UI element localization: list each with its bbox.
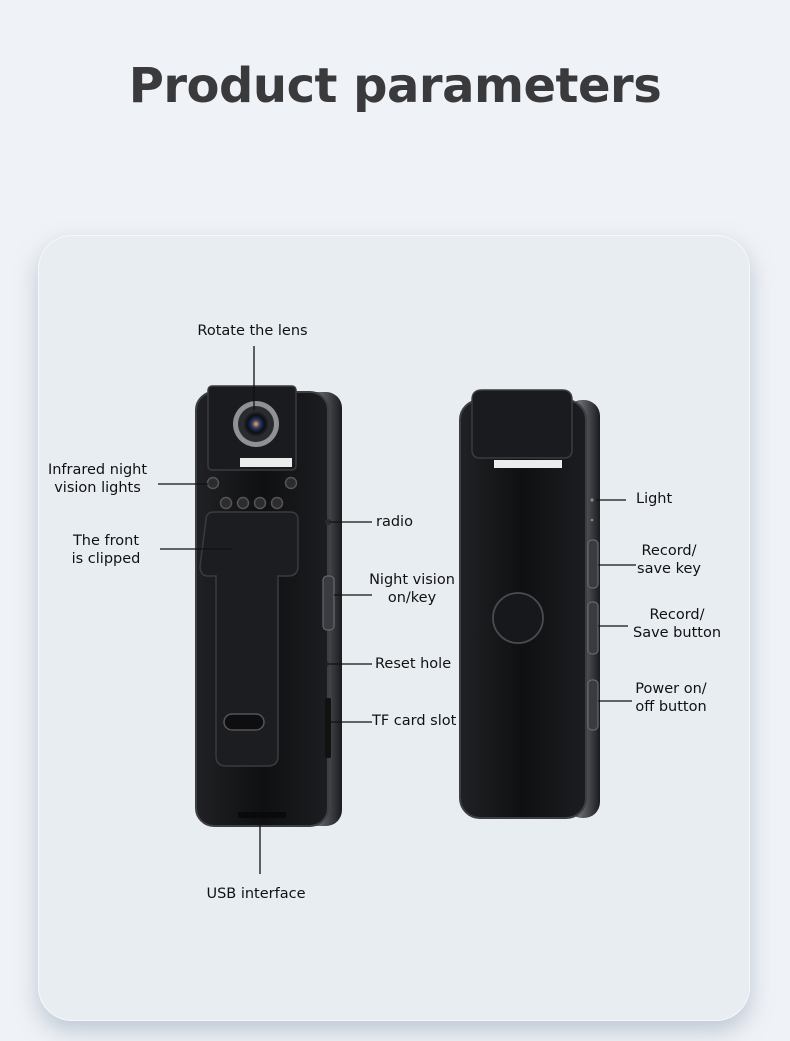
indicator-light-icon	[590, 518, 594, 522]
label-record-save-button-line2: Save button	[632, 625, 722, 641]
label-power-line1: Power on/	[635, 681, 707, 697]
label-power: Power on/ off button	[628, 680, 714, 716]
back-magnet-icon	[492, 592, 544, 644]
product-card	[38, 235, 750, 1021]
lens-icon	[244, 412, 268, 436]
lens-housing-back-highlight	[494, 460, 562, 468]
microphone-icon	[325, 519, 331, 525]
label-light: Light	[636, 491, 673, 507]
label-reset-hole: Reset hole	[375, 656, 452, 672]
label-night-vision-line1: Night vision	[369, 572, 455, 588]
indicator-light-icon	[590, 498, 594, 502]
label-infrared-line2: vision lights	[54, 480, 141, 496]
label-tf-card-slot: TF card slot	[372, 713, 457, 729]
label-infrared: Infrared night vision lights	[40, 461, 155, 497]
ir-light-icon	[219, 496, 233, 510]
ir-light-icon	[236, 496, 250, 510]
record-save-key	[587, 539, 599, 589]
label-power-line2: off button	[635, 699, 707, 715]
lens-housing-highlight	[240, 458, 292, 467]
ir-lights	[206, 476, 298, 510]
label-rotate-lens: Rotate the lens	[197, 323, 308, 339]
label-night-vision: Night vision on/key	[362, 571, 462, 607]
label-front-clip: The front is clipped	[60, 532, 152, 568]
label-usb-interface: USB interface	[206, 886, 306, 902]
label-record-save-key-line1: Record/	[641, 543, 697, 559]
ir-light-icon	[253, 496, 267, 510]
reset-hole-icon	[325, 662, 329, 666]
leader-lines	[158, 346, 636, 874]
ir-light-icon	[270, 496, 284, 510]
night-vision-key	[322, 575, 335, 631]
page-title: Product parameters	[128, 58, 662, 114]
ir-light-icon	[284, 476, 298, 490]
label-front-clip-line2: is clipped	[71, 551, 141, 567]
label-night-vision-line2: on/key	[387, 590, 437, 606]
usb-port	[238, 812, 286, 818]
device-back	[459, 389, 600, 819]
label-infrared-line1: Infrared night	[47, 462, 148, 478]
power-button	[587, 679, 599, 731]
label-record-save-key-line2: save key	[637, 561, 701, 577]
label-record-save-key: Record/ save key	[628, 542, 710, 578]
tf-card-slot	[325, 698, 331, 758]
label-radio: radio	[376, 514, 413, 530]
lens-housing-back	[471, 389, 573, 459]
device-front	[195, 385, 342, 827]
label-front-clip-line1: The front	[72, 533, 140, 549]
label-record-save-button: Record/ Save button	[630, 606, 724, 642]
clip-slot	[223, 713, 265, 731]
label-record-save-button-line1: Record/	[649, 607, 705, 623]
record-save-button	[587, 601, 599, 655]
ir-light-icon	[206, 476, 220, 490]
belt-clip	[199, 511, 299, 767]
